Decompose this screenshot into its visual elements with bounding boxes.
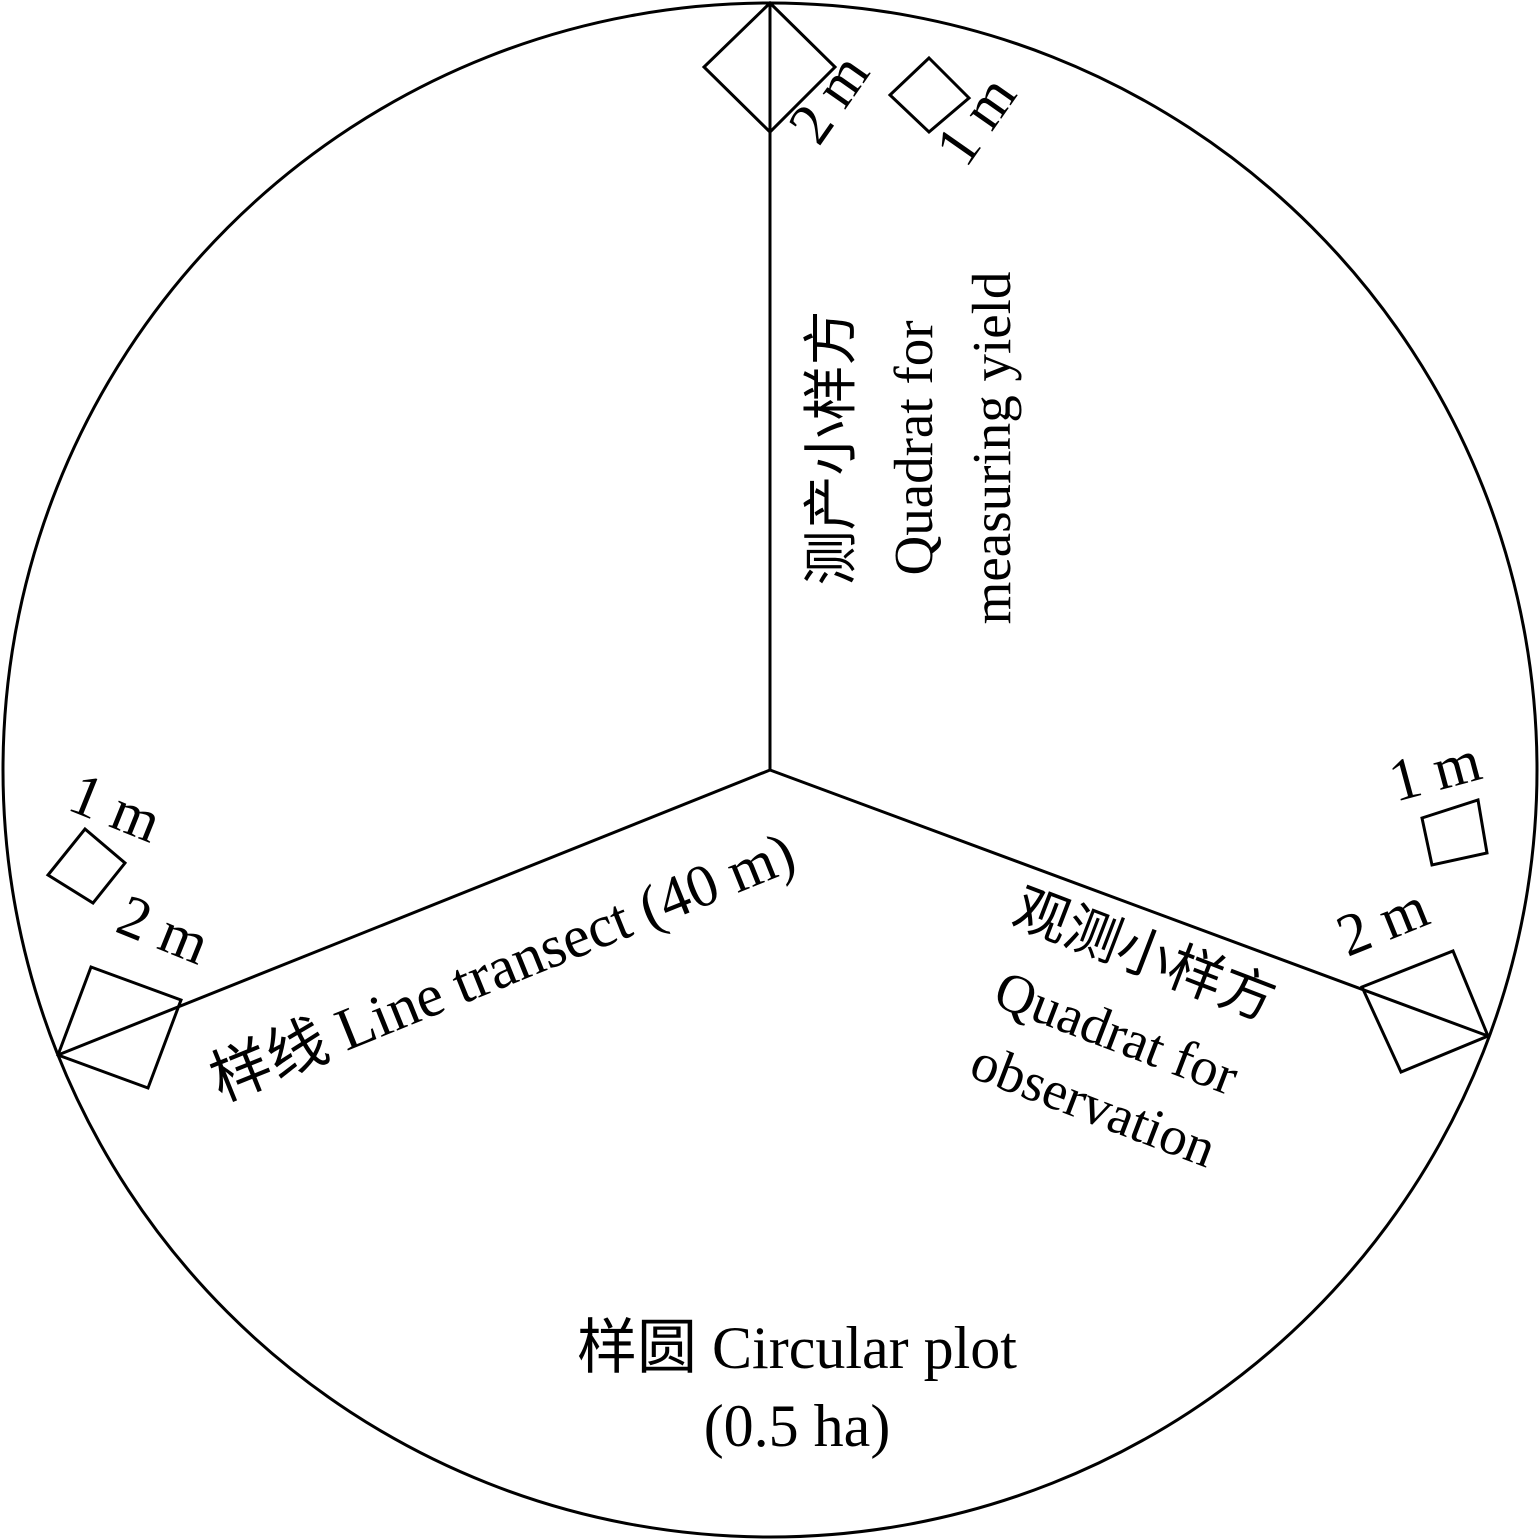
- circular-plot-area-label: (0.5 ha): [704, 1393, 891, 1459]
- line-transect-label: 样线 Line transect (40 m): [201, 819, 804, 1114]
- quadrat-1m-west: [45, 826, 128, 905]
- transect-line-east: [769, 768, 1489, 1038]
- quadrat-2m-north: [701, 0, 838, 135]
- quadrat-size-label-2m-west: 2 m: [109, 882, 219, 978]
- yield-quadrat-label-en-line2: measuring yield: [961, 272, 1022, 625]
- quadrat-size-label-1m-north: 1 m: [922, 64, 1029, 177]
- quadrat-size-label-2m-east: 2 m: [1328, 874, 1438, 970]
- quadrat-2m-east: [1359, 949, 1490, 1074]
- quadrat-1m-north: [887, 55, 972, 135]
- yield-quadrat-label-zh: 测产小样方: [801, 310, 862, 585]
- quadrat-1m-east: [1420, 798, 1489, 867]
- quadrat-2m-west: [56, 965, 183, 1090]
- quadrat-size-label-2m-north: 2 m: [775, 42, 882, 155]
- yield-quadrat-label-en-line1: Quadrat for: [883, 320, 944, 575]
- circular-plot-label: 样圆 Circular plot: [577, 1315, 1017, 1381]
